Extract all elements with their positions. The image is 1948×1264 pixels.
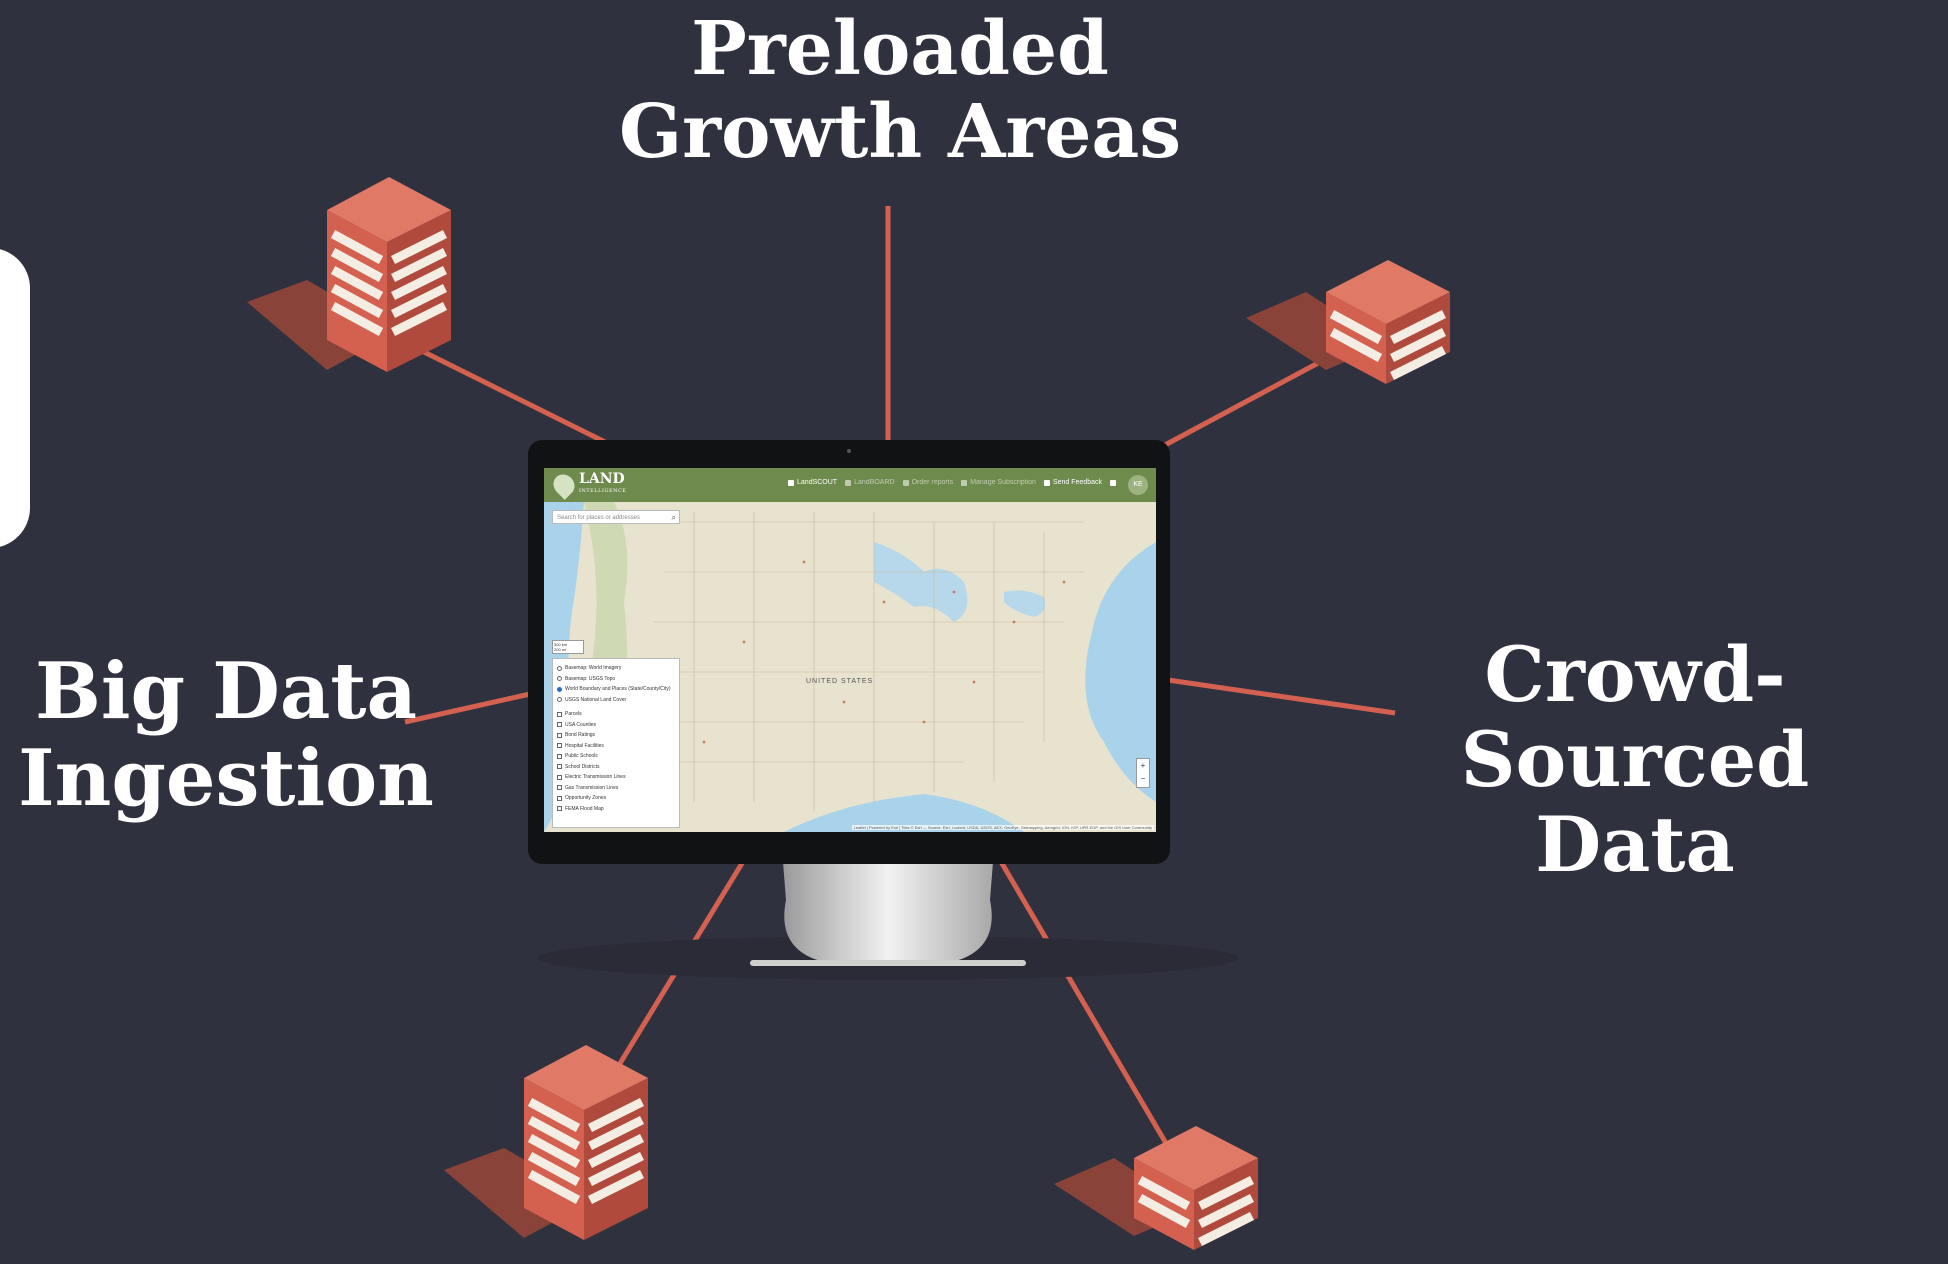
location-pin-icon — [549, 470, 579, 500]
nav-landboard[interactable]: LandBOARD — [845, 479, 895, 486]
search-icon: ⌕ — [671, 513, 676, 522]
map-icon — [788, 479, 795, 486]
card-icon — [961, 479, 968, 486]
server-icon-top-right — [1246, 260, 1450, 384]
basemap-option[interactable]: Basemap: World Imagery — [557, 663, 675, 674]
server-icon-bottom-right — [1054, 1126, 1258, 1250]
document-icon — [902, 479, 909, 486]
radio-icon — [557, 676, 562, 682]
layer-option[interactable]: Gas Transmission Lines — [557, 783, 675, 794]
layer-option[interactable]: Parcels — [557, 709, 675, 720]
zoom-in-button[interactable]: + — [1140, 761, 1146, 770]
map-attribution: Leaflet | Powered by Esri | Tiles © Esri… — [851, 825, 1154, 830]
layer-option[interactable]: Hospital Facilities — [557, 741, 675, 752]
layer-option[interactable]: Bond Ratings — [557, 730, 675, 741]
checkbox-icon — [557, 806, 562, 812]
radio-icon — [557, 697, 562, 703]
label-big-data-ingestion: Big Data Ingestion — [18, 646, 434, 825]
basemap-option[interactable]: World Boundary and Places (State/County/… — [557, 684, 675, 695]
connector-top-right — [1163, 359, 1322, 448]
server-icon-top-left — [247, 177, 451, 372]
layer-option[interactable]: USA Counties — [557, 720, 675, 731]
grid-icon — [845, 479, 852, 486]
country-label: UNITED STATES — [806, 678, 874, 685]
side-card-edge — [0, 248, 30, 548]
layer-option[interactable]: Electric Transmission Lines — [557, 772, 675, 783]
user-avatar[interactable]: KE — [1128, 475, 1148, 495]
search-placeholder: Search for places or addresses — [557, 515, 641, 521]
checkbox-icon — [557, 753, 562, 759]
checkbox-icon — [557, 711, 562, 717]
monitor-screen: LAND INTELLIGENCE LandSCOUT LandBOARD Or… — [544, 468, 1156, 832]
radio-icon — [557, 665, 562, 671]
logout-button[interactable] — [1110, 479, 1116, 486]
app-logo[interactable]: LAND INTELLIGENCE — [549, 470, 627, 500]
nav-manage-subscription[interactable]: Manage Subscription — [961, 479, 1036, 486]
nav-order-reports[interactable]: Order reports — [902, 479, 953, 486]
checkbox-icon — [557, 722, 562, 728]
nav-send-feedback[interactable]: Send Feedback — [1043, 479, 1102, 486]
logo-subtext: INTELLIGENCE — [579, 488, 627, 494]
checkbox-icon — [557, 732, 562, 738]
app-header-bar: LAND INTELLIGENCE LandSCOUT LandBOARD Or… — [544, 468, 1156, 502]
checkbox-icon — [557, 774, 562, 780]
nav-landscout[interactable]: LandSCOUT — [788, 479, 837, 486]
layer-panel: Basemap: World Imagery Basemap: USGS Top… — [552, 658, 680, 828]
zoom-out-button[interactable]: − — [1140, 774, 1146, 783]
checkbox-icon — [557, 795, 562, 801]
basemap-option[interactable]: USGS National Land Cover — [557, 695, 675, 706]
connector-right — [1167, 677, 1396, 716]
checkbox-icon — [557, 743, 562, 749]
map-scale: 300 km 200 mi — [552, 640, 584, 654]
layer-option[interactable]: Public Schools — [557, 751, 675, 762]
feedback-icon — [1043, 479, 1050, 486]
checkbox-icon — [557, 764, 562, 770]
label-preloaded-growth-areas: Preloaded Growth Areas — [618, 6, 1182, 175]
server-icon-bottom-left — [444, 1045, 648, 1240]
logo-text: LAND — [579, 471, 625, 487]
checkbox-icon — [557, 785, 562, 791]
zoom-control: + − — [1136, 758, 1150, 788]
logout-icon — [1110, 479, 1116, 486]
map-search-input[interactable]: Search for places or addresses ⌕ — [552, 510, 680, 524]
basemap-option[interactable]: Basemap: USGS Topo — [557, 674, 675, 685]
connector-top-left — [418, 347, 607, 445]
layer-option[interactable]: School Districts — [557, 762, 675, 773]
app-nav: LandSCOUT LandBOARD Order reports Manage… — [788, 479, 1116, 486]
layer-option[interactable]: Opportunity Zones — [557, 793, 675, 804]
connector-left — [404, 691, 531, 725]
layer-option[interactable]: FEMA Flood Map — [557, 804, 675, 815]
label-crowd-sourced-data: Crowd-Sourced Data — [1460, 630, 1810, 890]
radio-selected-icon — [557, 686, 562, 692]
connector-bottom-right — [997, 858, 1170, 1147]
